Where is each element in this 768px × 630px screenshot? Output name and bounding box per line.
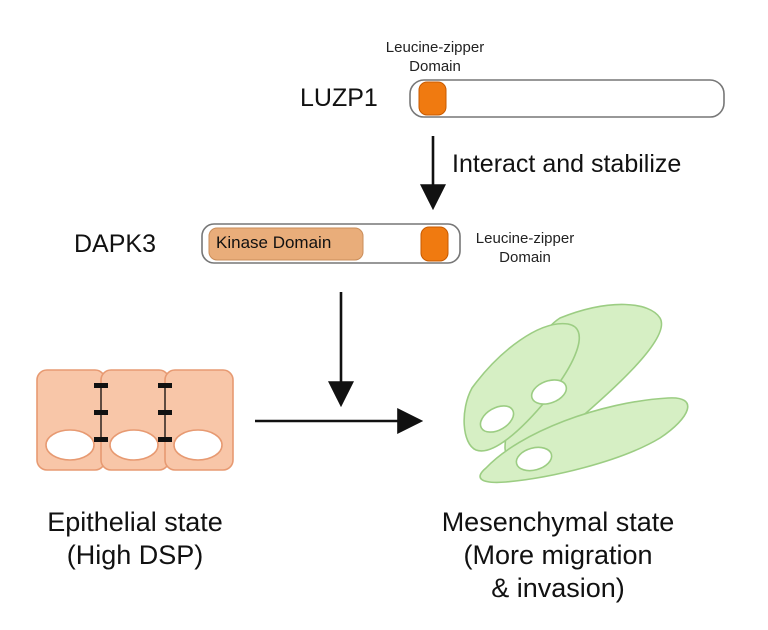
luzp1-name: LUZP1: [300, 84, 378, 112]
luzp1-domain-label: Leucine-zipper Domain: [360, 38, 510, 76]
dapk3-domain-label-line1: Leucine-zipper: [475, 230, 575, 247]
mesenchymal-nucleus: [479, 405, 515, 433]
epithelial-nucleus: [45, 429, 95, 461]
luzp1-zipper-domain: [418, 81, 447, 116]
epithelial-caption-line1: Epithelial state: [47, 507, 223, 537]
epithelial-caption-line2: (High DSP): [66, 540, 204, 570]
mesenchymal-caption: Mesenchymal state (More migration & inva…: [408, 506, 708, 605]
kinase-domain-label: Kinase Domain: [216, 233, 332, 252]
epithelial-nucleus: [173, 429, 223, 461]
mesenchymal-caption-line2: (More migration: [463, 540, 653, 570]
luzp1-domain-label-line2: Domain: [409, 58, 461, 75]
dapk3-kinase-domain: [208, 227, 364, 261]
epithelial-nucleus: [109, 429, 159, 461]
mesenchymal-cells: [463, 303, 689, 484]
desmosome: [158, 410, 172, 415]
mesenchymal-nucleus: [515, 446, 553, 472]
mesenchymal-caption-line3: & invasion): [491, 573, 625, 603]
desmosome: [158, 437, 172, 442]
epithelial-caption: Epithelial state (High DSP): [20, 506, 250, 572]
luzp1-protein-bar: [409, 79, 725, 118]
desmosome: [94, 410, 108, 415]
dapk3-name: DAPK3: [74, 230, 156, 258]
luzp1-domain-label-line1: Leucine-zipper: [385, 39, 485, 56]
interaction-label: Interact and stabilize: [452, 150, 682, 178]
dapk3-domain-label-line2: Domain: [499, 249, 551, 266]
mesenchymal-caption-line1: Mesenchymal state: [441, 507, 675, 537]
desmosome: [158, 383, 172, 388]
dapk3-zipper-domain: [420, 226, 449, 262]
desmosome: [94, 437, 108, 442]
mesenchymal-nucleus: [530, 379, 568, 405]
dapk3-domain-label: Leucine-zipper Domain: [450, 229, 600, 267]
epithelial-cells: [36, 369, 234, 471]
dapk3-protein-bar: [201, 223, 461, 264]
desmosome: [94, 383, 108, 388]
